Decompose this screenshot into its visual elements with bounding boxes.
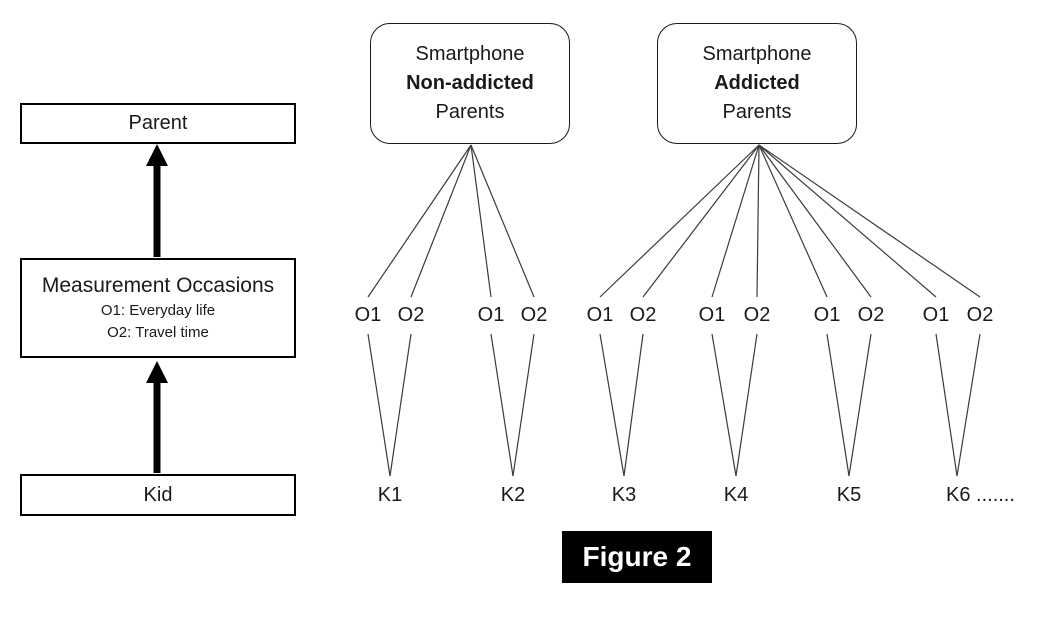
- group-line: Parents: [722, 101, 792, 123]
- occasion-label: O1: [354, 304, 382, 326]
- occasion-label: O2: [520, 304, 548, 326]
- occasion-label: O1: [698, 304, 726, 326]
- kid-box: Kid: [20, 474, 296, 516]
- group-line: Parents: [435, 101, 505, 123]
- vee-k2: [490, 333, 535, 477]
- occasion-label: O2: [397, 304, 425, 326]
- occasion-label: O1: [922, 304, 950, 326]
- kid-label: K4: [723, 484, 749, 506]
- occasion-label: O2: [629, 304, 657, 326]
- vee-k3: [599, 333, 644, 477]
- vee-k6: [935, 333, 981, 477]
- parent-box: Parent: [20, 103, 296, 144]
- measurement-title: Measurement Occasions: [41, 274, 275, 297]
- occasion-label: O1: [586, 304, 614, 326]
- fan-addicted: [599, 144, 981, 298]
- group-line: Smartphone: [702, 43, 812, 65]
- occasion-label: O2: [743, 304, 771, 326]
- figure-caption: Figure 2: [562, 531, 712, 583]
- measurement-occasion-2: O2: Travel time: [107, 324, 209, 341]
- parent-box-label: Parent: [128, 112, 188, 134]
- kid-label: K1: [377, 484, 403, 506]
- vee-k5: [826, 333, 872, 477]
- arrow-measurement-to-parent: [146, 144, 168, 257]
- group-line-bold: Addicted: [714, 72, 800, 94]
- group-line-bold: Non-addicted: [406, 72, 534, 94]
- kid-label: K6 .......: [946, 484, 1015, 506]
- kid-box-label: Kid: [143, 483, 173, 506]
- vee-k4: [711, 333, 758, 477]
- arrow-kid-to-measurement: [146, 361, 168, 473]
- measurement-occasion-1: O1: Everyday life: [100, 302, 216, 319]
- non-addicted-parents-box: Smartphone Non-addicted Parents: [370, 23, 570, 144]
- figure-caption-text: Figure 2: [582, 541, 692, 572]
- kid-label: K2: [500, 484, 526, 506]
- addicted-parents-box: Smartphone Addicted Parents: [657, 23, 857, 144]
- vee-k1: [367, 333, 412, 477]
- occasion-label: O2: [857, 304, 885, 326]
- kid-label: K3: [611, 484, 637, 506]
- occasion-label: O1: [813, 304, 841, 326]
- kid-label: K5: [836, 484, 862, 506]
- occasion-label: O1: [477, 304, 505, 326]
- occasion-label: O2: [966, 304, 994, 326]
- fan-non-addicted: [367, 144, 535, 298]
- group-line: Smartphone: [415, 43, 525, 65]
- measurement-occasions-box: Measurement Occasions O1: Everyday life …: [20, 258, 296, 358]
